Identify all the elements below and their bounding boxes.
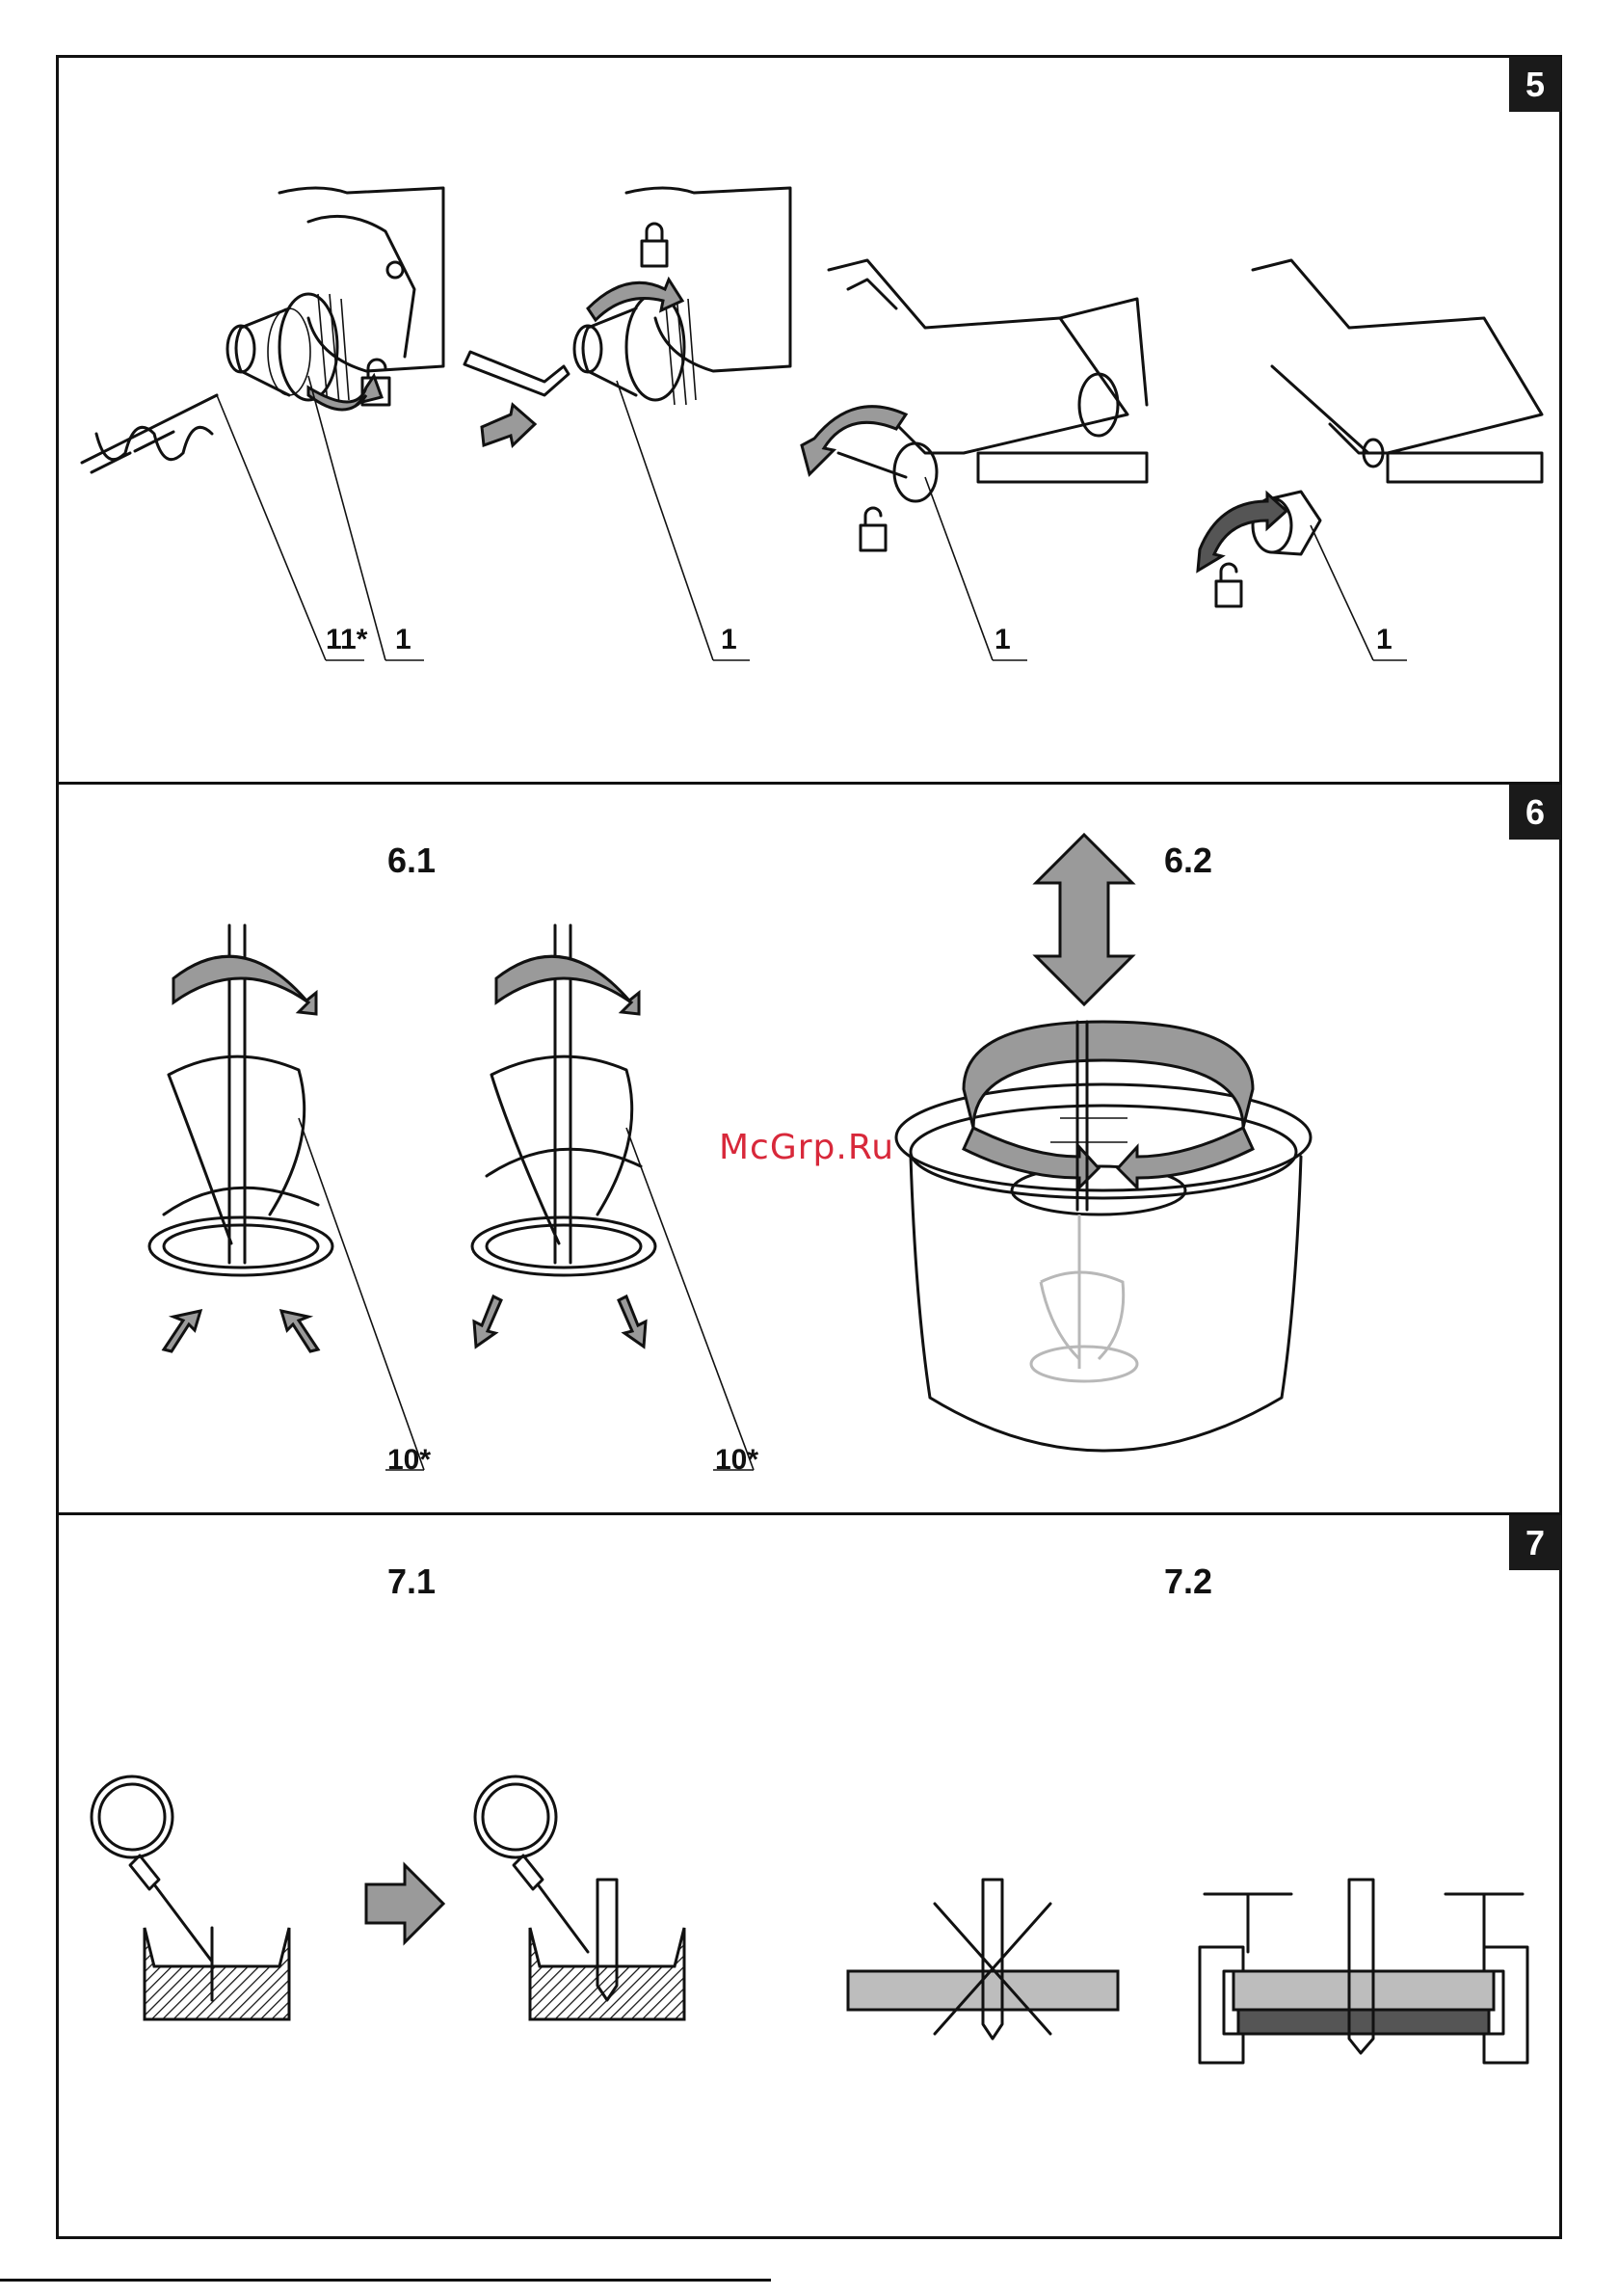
insert-arrow-icon [482, 405, 535, 445]
lock-icon [642, 224, 667, 266]
wood-plank-icon [1238, 2010, 1489, 2034]
step-arrow-icon [366, 1865, 443, 1942]
unlock-icon [861, 508, 886, 550]
mixing-paddle-faint [1031, 1215, 1137, 1381]
rotation-arrow-icon [496, 956, 639, 1014]
flow-arrow-icon [474, 1296, 501, 1347]
oil-can-icon [475, 1776, 588, 1952]
cross-mark-icon [935, 1904, 1050, 2034]
rotation-arrow-icon [1198, 494, 1286, 571]
drill-chuck-icon [227, 188, 443, 405]
hex-key-icon [464, 352, 569, 395]
wood-plank-icon [1233, 1971, 1494, 2010]
drill-bit-icon [82, 395, 217, 472]
flow-arrow-icon [619, 1296, 646, 1347]
flow-arrow-icon [281, 1311, 318, 1351]
flow-arrow-icon [164, 1311, 200, 1351]
drill-body-icon [1253, 260, 1542, 482]
rotation-arrow-icon [588, 280, 682, 320]
drill-body-icon [829, 260, 1147, 501]
unlock-icon [1216, 564, 1241, 606]
i-beam-icon [530, 1928, 684, 2019]
rotation-arrow-icon [802, 407, 906, 474]
oil-can-icon [92, 1776, 212, 1962]
double-arrow-icon [1036, 835, 1132, 1004]
footer-rule [0, 2279, 771, 2282]
i-beam-icon [145, 1928, 289, 2019]
